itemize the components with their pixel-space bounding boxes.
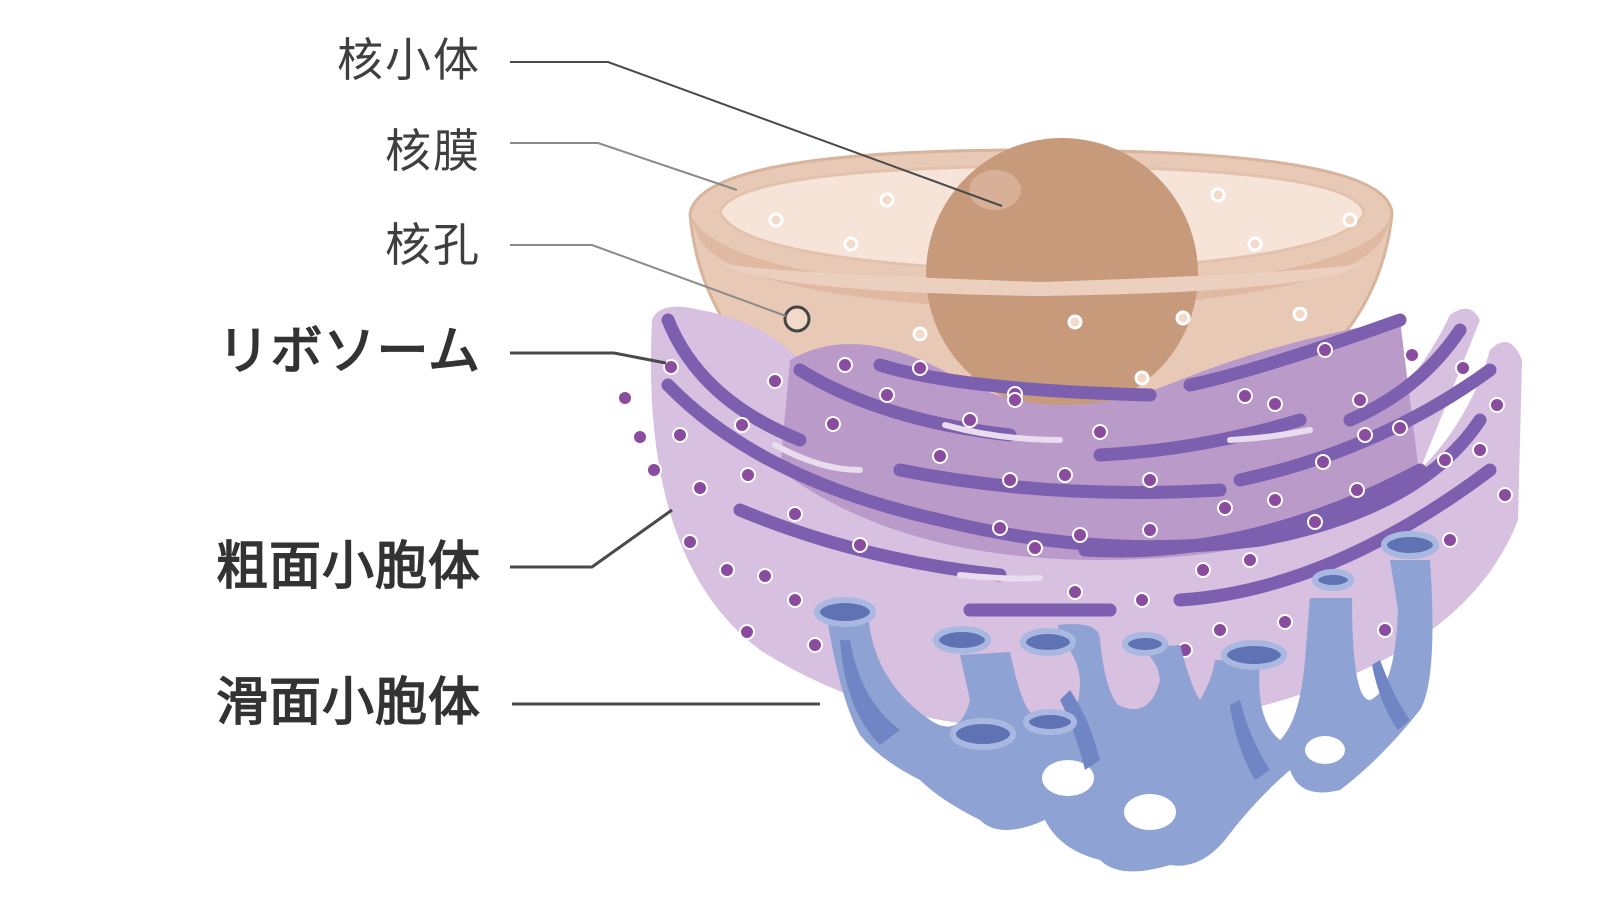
- nucleus: [688, 138, 1394, 410]
- leader-line-ribosome: [510, 351, 667, 365]
- label-nucleolus: 核小体: [337, 33, 481, 87]
- label-nuclear-envelope: 核膜: [385, 124, 481, 178]
- leader-lines: [510, 61, 1003, 706]
- leader-line-nuclear-pore: [510, 244, 787, 317]
- nuclear-pores: [768, 187, 1358, 386]
- label-ribosome: リボソーム: [217, 322, 481, 382]
- smooth-er: [814, 531, 1439, 872]
- ribosomes: [617, 342, 1513, 763]
- leader-line-rough-er: [510, 508, 673, 569]
- label-rough-er: 粗面小胞体: [215, 537, 481, 597]
- label-nuclear-pore: 核孔: [385, 218, 481, 272]
- nucleolus: [926, 138, 1198, 410]
- leader-line-nucleolus: [510, 61, 1003, 207]
- smooth-er-tube-openings: [814, 531, 1439, 750]
- smooth-er-shading: [840, 640, 1410, 780]
- leader-line-nuclear-envelope: [510, 142, 738, 191]
- nuclear-pore-marker: [783, 305, 811, 333]
- nucleolus-highlight: [969, 170, 1021, 210]
- label-smooth-er: 滑面小胞体: [215, 673, 481, 733]
- smooth-er-body: [826, 560, 1433, 872]
- rough-er-lumen: [661, 313, 1497, 617]
- rough-er-lumen-gaps: [772, 422, 1313, 582]
- smooth-er-holes: [1042, 736, 1345, 830]
- nucleus-front-lip: [720, 262, 1364, 296]
